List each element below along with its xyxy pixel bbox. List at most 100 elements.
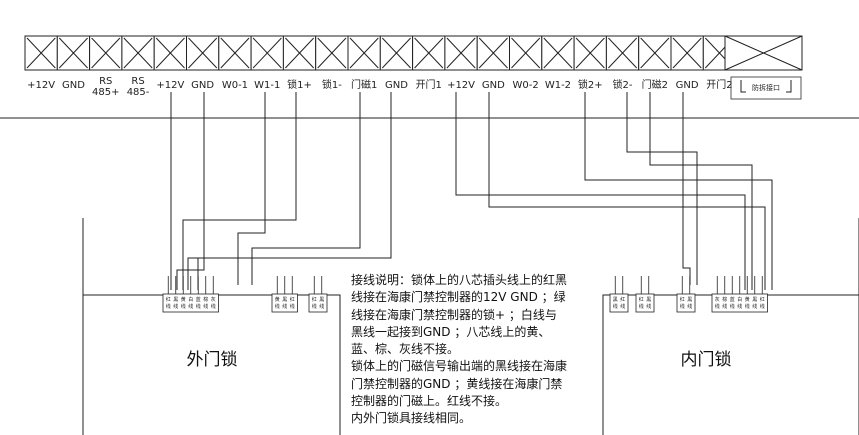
terminal-label: 门磁1	[351, 78, 377, 91]
wire-word-label: 线	[188, 303, 193, 310]
wire-word-label: 线	[639, 303, 644, 310]
terminal-cell	[250, 35, 284, 71]
wire-color-label: 黑	[752, 297, 757, 303]
terminal-label: 开门1	[416, 78, 442, 91]
terminal-cell	[509, 35, 543, 71]
wires	[170, 92, 773, 290]
wire-color-label: 黑	[613, 297, 618, 303]
note-line: 蓝、棕、灰线不接。	[351, 342, 460, 357]
wire-color-label: 黑	[319, 297, 324, 303]
terminal-label: GND	[191, 80, 214, 91]
terminal-cell	[347, 35, 381, 71]
wire-word-label: 线	[620, 303, 625, 310]
terminal-label: 锁2-	[613, 78, 633, 91]
terminal-label: GND	[482, 80, 505, 91]
wire-word-label: 线	[680, 303, 685, 310]
wire-word-label: 线	[730, 303, 735, 310]
terminal-cell	[89, 35, 123, 71]
terminal-cell	[218, 35, 252, 71]
terminal-label: +12V	[156, 80, 184, 91]
terminal-cell	[444, 35, 478, 71]
wire-word-label: 线	[173, 303, 178, 310]
wire-color-label: 棕	[203, 296, 208, 303]
wire-word-label: 线	[282, 303, 287, 310]
terminal-cell	[573, 35, 607, 71]
wire-word-label: 线	[290, 303, 295, 310]
terminal-cell	[605, 35, 640, 71]
wire-color-label: 黑	[687, 297, 692, 303]
wire-word-label: 线	[752, 303, 757, 310]
wire-inner-open	[626, 92, 698, 285]
wire-outer-gnd-c	[237, 92, 266, 285]
terminal-cell	[153, 35, 187, 71]
wire-word-label: 线	[319, 303, 324, 310]
inner-lock-title: 内门锁	[681, 350, 732, 370]
terminal-label: GND	[676, 80, 699, 91]
note-line: 黑线一起接到GND ；八芯线上的黄、	[351, 324, 551, 339]
wire-word-label: 线	[646, 303, 651, 310]
wire-word-label: 线	[687, 303, 692, 310]
wire-color-label: 黑	[646, 297, 651, 303]
wire-color-label: 蓝	[730, 296, 735, 303]
note-line: 门禁控制器的GND ；黄线接在海康门禁	[351, 376, 563, 391]
wire-inner-gnd-b	[682, 92, 691, 285]
wire-color-label: 棕	[722, 296, 727, 303]
terminal-label: +12V	[447, 80, 475, 91]
wire-color-label: 黄	[745, 296, 750, 303]
terminal-label: GND	[385, 80, 408, 91]
note-line: 接线说明：锁体上的八芯插头线上的红黑	[351, 273, 568, 287]
wire-color-label: 红	[166, 296, 171, 303]
note-line: 锁体上的门磁信号输出端的黑线接在海康	[351, 359, 568, 374]
terminal-label: 锁1+	[287, 78, 312, 91]
terminal-label: +12V	[27, 80, 55, 91]
terminal-label: GND	[62, 80, 85, 91]
wire-word-label: 线	[745, 303, 750, 310]
wire-inner-lock-plus	[584, 92, 773, 290]
wire-word-label: 线	[181, 303, 186, 310]
terminal-label: 开门2	[706, 78, 732, 91]
wire-inner-gnd	[488, 92, 766, 290]
terminal-label: 锁2+	[578, 78, 603, 91]
tamper-port-label: 防拆接口	[752, 83, 780, 92]
wire-color-label: 白	[188, 296, 193, 303]
terminal-block	[24, 35, 737, 71]
wire-color-label: 黑	[282, 297, 287, 303]
terminal-cell	[379, 35, 414, 71]
wire-outer-white	[187, 92, 392, 290]
wire-inner-12v	[455, 92, 746, 290]
terminal-cell	[282, 35, 317, 71]
wire-word-label: 线	[715, 303, 720, 310]
terminal-cell	[186, 35, 220, 71]
terminal-cell	[541, 35, 575, 71]
terminal-label: W0-1	[222, 80, 248, 91]
note-line: 线接在海康门禁控制器的锁+ ；白线与	[351, 307, 557, 322]
wire-word-label: 线	[196, 303, 201, 310]
wire-word-label: 线	[613, 303, 618, 310]
wire-word-label: 线	[312, 303, 317, 310]
terminal-cell	[670, 35, 704, 71]
wire-color-label: 红	[290, 296, 295, 303]
terminal-cell	[56, 35, 91, 71]
terminal-label: W0-2	[513, 80, 539, 91]
wire-inner-door-sensor	[649, 92, 753, 290]
wire-word-label: 线	[211, 303, 216, 310]
note-line: 线接在海康门禁控制器的12V GND ；绿	[351, 290, 566, 305]
outer-lock-title: 外门锁	[187, 350, 238, 370]
wire-color-label: 黄	[275, 296, 280, 303]
wiring-note: 接线说明：锁体上的八芯插头线上的红黑 线接在海康门禁控制器的12V GND ；绿…	[351, 272, 596, 428]
terminal-label: W1-2	[545, 80, 571, 91]
terminal-cell	[638, 35, 672, 71]
tamper-port: 防拆接口	[724, 35, 803, 100]
wire-color-label: 灰	[211, 296, 216, 303]
wire-outer-lock-plus	[182, 92, 297, 290]
terminal-label: 锁1-	[322, 78, 342, 91]
wire-word-label: 线	[722, 303, 727, 310]
